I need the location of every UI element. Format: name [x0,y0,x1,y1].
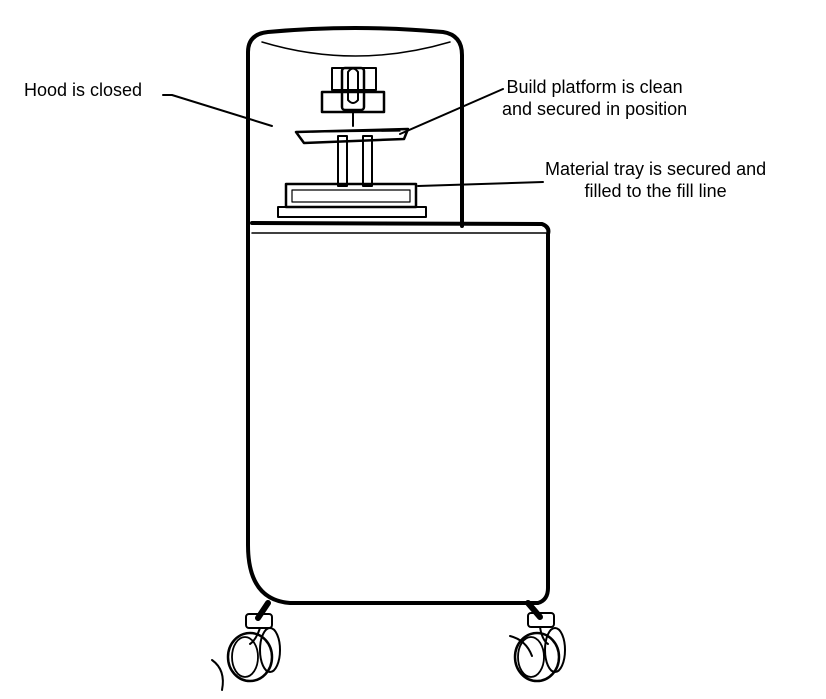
hood-callout-text: Hood is closed [24,80,143,100]
build-platform-callout-line-2: and secured in position [502,99,688,119]
platform-leader-line [399,88,504,135]
right-caster [509,600,566,683]
material-tray-callout: Material tray is secured and filled to t… [545,158,766,202]
tray-leader-line [417,181,544,187]
build-platform [294,127,410,145]
printer-cabinet [246,214,551,605]
hood-callout: Hood is closed [24,79,142,101]
material-tray-callout-line-2: filled to the fill line [584,181,727,201]
material-tray-callout-line-1: Material tray is secured and [545,159,767,179]
printer-hood [246,26,464,228]
build-platform-callout-line-1: Build platform is clean [506,77,683,97]
material-tray [277,182,427,218]
z-axis-column [320,66,386,187]
left-caster [211,600,281,691]
build-platform-callout: Build platform is clean and secured in p… [502,76,687,120]
hood-leader-line [162,94,273,127]
